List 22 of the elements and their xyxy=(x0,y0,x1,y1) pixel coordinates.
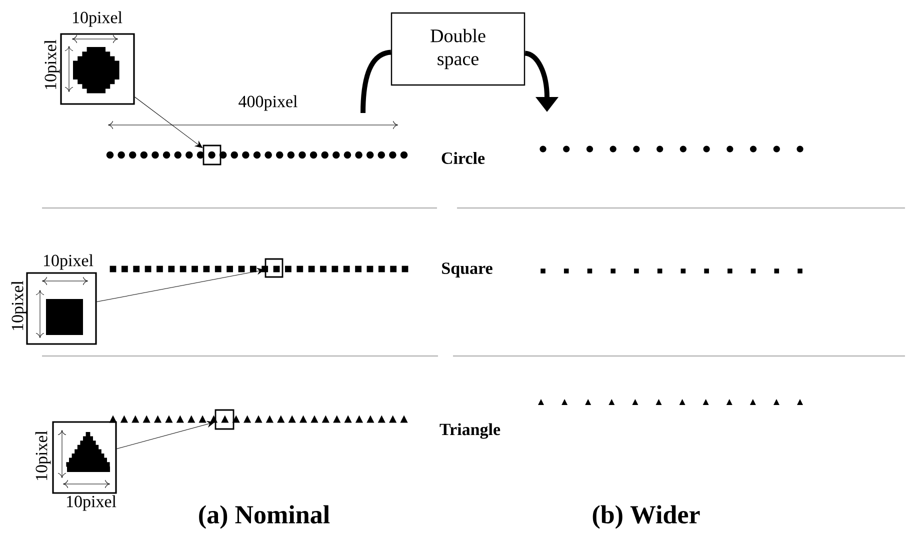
highlight-box xyxy=(214,409,234,430)
dimension-label: 10pixel xyxy=(44,254,94,270)
row-label: Circle xyxy=(442,152,485,164)
row-label: Triangle xyxy=(440,423,500,439)
magnified-inset xyxy=(52,421,117,494)
dimension-label: 10pixel xyxy=(44,40,60,89)
highlight-box xyxy=(264,258,284,278)
leader-arrow xyxy=(96,268,264,302)
panel-caption: (a) Nominal xyxy=(199,505,330,529)
leader-arrow xyxy=(134,96,203,148)
magnified-inset xyxy=(60,33,135,105)
dimension-label: 10pixel xyxy=(35,430,51,480)
panel-caption: (b) Wider xyxy=(592,505,700,529)
text-box: Double space xyxy=(390,12,526,86)
dimension-label: 10pixel xyxy=(67,495,116,511)
dimension-label: 400pixel xyxy=(238,95,298,111)
highlight-box xyxy=(202,144,222,166)
row-label: Square xyxy=(442,262,492,278)
dimension-label: 10pixel xyxy=(73,11,122,27)
magnified-inset xyxy=(26,272,97,345)
leader-arrow xyxy=(116,420,214,449)
dimension-label: 10pixel xyxy=(11,280,27,330)
